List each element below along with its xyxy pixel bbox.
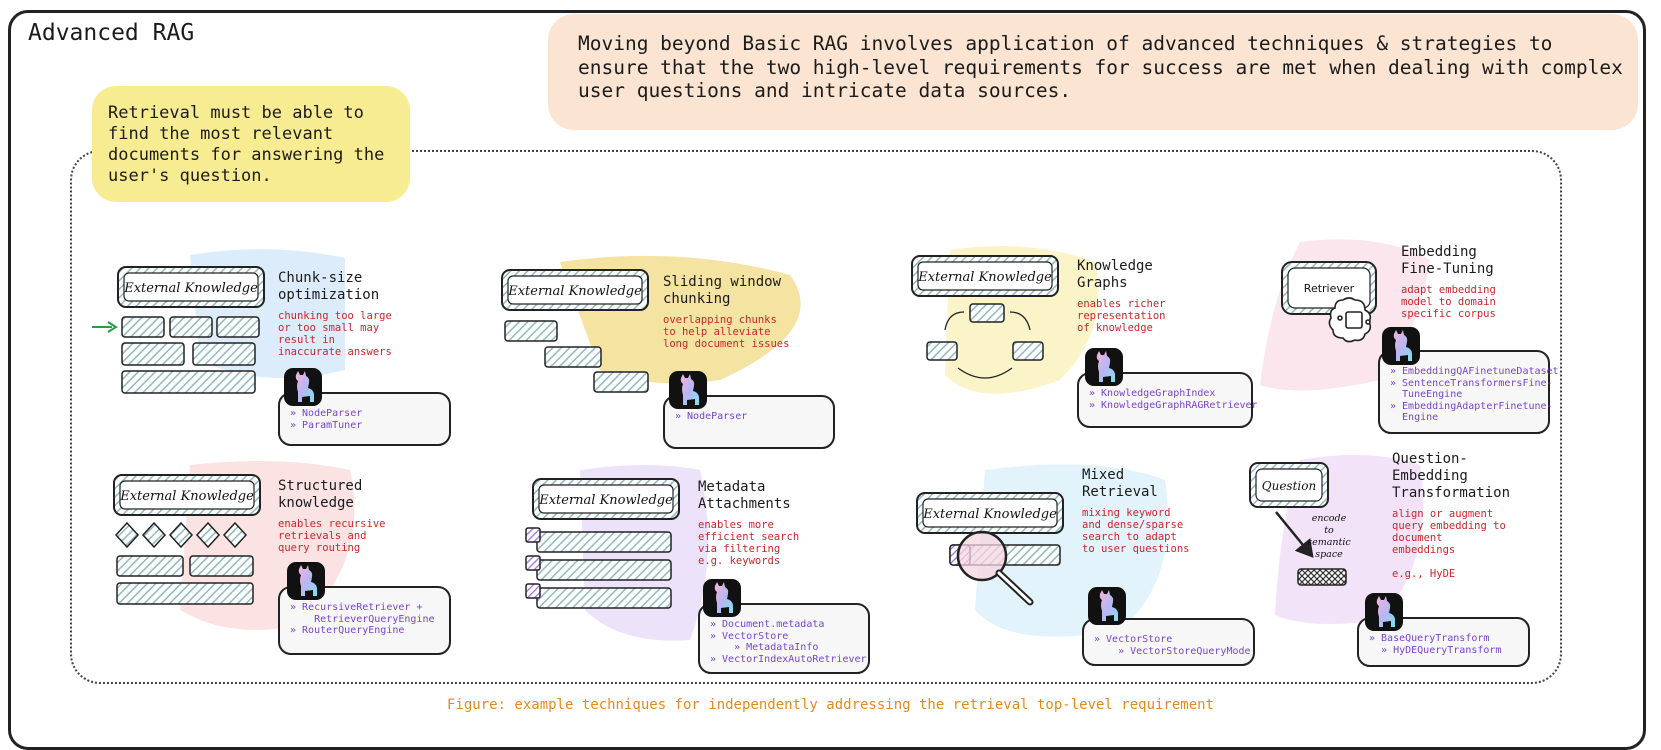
svg-text:External Knowledge: External Knowledge bbox=[538, 493, 673, 508]
llama-icon bbox=[703, 579, 741, 617]
svg-text:Question: Question bbox=[1262, 479, 1316, 493]
class-name: » VectorStore bbox=[710, 630, 789, 642]
technique-title: Structured knowledge bbox=[278, 478, 363, 511]
class-name: » HyDEQueryTransform bbox=[1369, 644, 1502, 656]
brain-chip-icon bbox=[1328, 297, 1372, 343]
technique-description: align or augment query embedding to docu… bbox=[1392, 508, 1506, 580]
svg-text:External Knowledge: External Knowledge bbox=[119, 489, 254, 504]
technique-title: Chunk-size optimization bbox=[278, 270, 380, 303]
class-name: TuneEngine bbox=[1390, 389, 1463, 400]
class-name: » VectorStore bbox=[1094, 634, 1173, 645]
classes-box: » Document.metadata » VectorStore » Meta… bbox=[698, 603, 870, 674]
class-name: » EmbeddingQAFinetuneDataset bbox=[1390, 366, 1559, 377]
retrieval-requirement-note: Retrieval must be able to find the most … bbox=[92, 86, 410, 202]
llama-icon bbox=[284, 368, 322, 406]
technique-description: mixing keyword and dense/sparse search t… bbox=[1082, 507, 1190, 555]
page-title: Advanced RAG bbox=[28, 20, 195, 46]
technique-embedding-finetuning: Embedding Fine-Tuning adapt embedding mo… bbox=[1401, 244, 1511, 320]
class-name: » VectorIndexAutoRetriever bbox=[710, 653, 867, 665]
class-name: » NodeParser bbox=[290, 408, 363, 419]
technique-sliding-window: Sliding window chunking overlapping chun… bbox=[663, 274, 793, 350]
technique-description: adapt embedding model to domain specific… bbox=[1401, 284, 1496, 320]
classes-box: » VectorStore » VectorStoreQueryMode bbox=[1082, 618, 1255, 666]
technique-description: overlapping chunks to help alleviate lon… bbox=[663, 314, 790, 350]
technique-title: Question-Embedding Transformation bbox=[1392, 451, 1511, 501]
intro-callout: Moving beyond Basic RAG involves applica… bbox=[548, 14, 1638, 130]
classes-box: » RecursiveRetriever + RetrieverQueryEng… bbox=[278, 586, 451, 655]
classes-box: » NodeParser » ParamTuner bbox=[278, 392, 451, 446]
svg-text:space: space bbox=[1315, 549, 1343, 560]
svg-text:External Knowledge: External Knowledge bbox=[123, 281, 258, 296]
technique-structured-knowledge: Structured knowledge enables recursive r… bbox=[278, 478, 398, 554]
svg-text:External Knowledge: External Knowledge bbox=[507, 284, 642, 299]
svg-text:External Knowledge: External Knowledge bbox=[917, 270, 1052, 285]
svg-text:encode: encode bbox=[1312, 513, 1347, 524]
green-arrow-icon bbox=[92, 321, 118, 333]
svg-text:semantic: semantic bbox=[1307, 537, 1351, 548]
technique-description: chunking too large or too small may resu… bbox=[278, 310, 392, 358]
class-name: » RecursiveRetriever + bbox=[290, 602, 423, 613]
magnifier-icon bbox=[956, 530, 1034, 606]
llama-icon bbox=[669, 371, 707, 409]
llama-icon bbox=[1382, 327, 1420, 365]
technique-description: enables more efficient search via filter… bbox=[698, 519, 800, 567]
diagram-art: External Knowledge External Knowledge Ex… bbox=[92, 239, 1430, 641]
technique-knowledge-graphs: Knowledge Graphs enables richer represen… bbox=[1077, 258, 1177, 334]
technique-title: Sliding window chunking bbox=[663, 274, 782, 307]
llama-icon bbox=[287, 562, 325, 600]
llama-icon bbox=[1365, 593, 1403, 631]
technique-title: Embedding Fine-Tuning bbox=[1401, 244, 1494, 277]
svg-text:to: to bbox=[1324, 525, 1334, 536]
technique-title: Metadata Attachments bbox=[698, 479, 791, 512]
techniques-region bbox=[70, 150, 1562, 684]
figure-caption: Figure: example techniques for independe… bbox=[446, 697, 1214, 713]
class-name: » KnowledgeGraphRAGRetriever bbox=[1089, 399, 1258, 411]
class-name: » NodeParser bbox=[675, 411, 748, 422]
technique-chunk-size: Chunk-size optimization chunking too lar… bbox=[278, 270, 398, 358]
technique-title: Knowledge Graphs bbox=[1077, 258, 1153, 291]
class-name: » RouterQueryEngine bbox=[290, 625, 405, 636]
class-name: » BaseQueryTransform bbox=[1369, 633, 1490, 644]
technique-question-embedding: Question-Embedding Transformation align … bbox=[1392, 451, 1512, 580]
svg-text:External Knowledge: External Knowledge bbox=[922, 507, 1057, 522]
class-name: » VectorStoreQueryMode bbox=[1094, 645, 1251, 657]
technique-metadata-attachments: Metadata Attachments enables more effici… bbox=[698, 479, 808, 567]
class-name: » KnowledgeGraphIndex bbox=[1089, 388, 1216, 399]
class-name: Engine bbox=[1390, 412, 1439, 423]
class-name: » MetadataInfo bbox=[710, 642, 819, 653]
technique-description: enables recursive retrievals and query r… bbox=[278, 518, 386, 554]
llama-icon bbox=[1088, 587, 1126, 625]
class-name: » Document.metadata bbox=[710, 619, 825, 630]
class-name: RetrieverQueryEngine bbox=[290, 613, 435, 625]
llama-icon bbox=[1085, 348, 1123, 386]
svg-text:Retriever: Retriever bbox=[1304, 282, 1355, 295]
technique-description: enables richer representation of knowled… bbox=[1077, 298, 1166, 334]
class-name: » SentenceTransformersFine- bbox=[1390, 377, 1553, 389]
technique-mixed-retrieval: Mixed Retrieval mixing keyword and dense… bbox=[1082, 467, 1192, 555]
technique-title: Mixed Retrieval bbox=[1082, 467, 1158, 500]
class-name: » ParamTuner bbox=[290, 419, 363, 431]
class-name: » EmbeddingAdapterFinetune- bbox=[1390, 400, 1553, 412]
